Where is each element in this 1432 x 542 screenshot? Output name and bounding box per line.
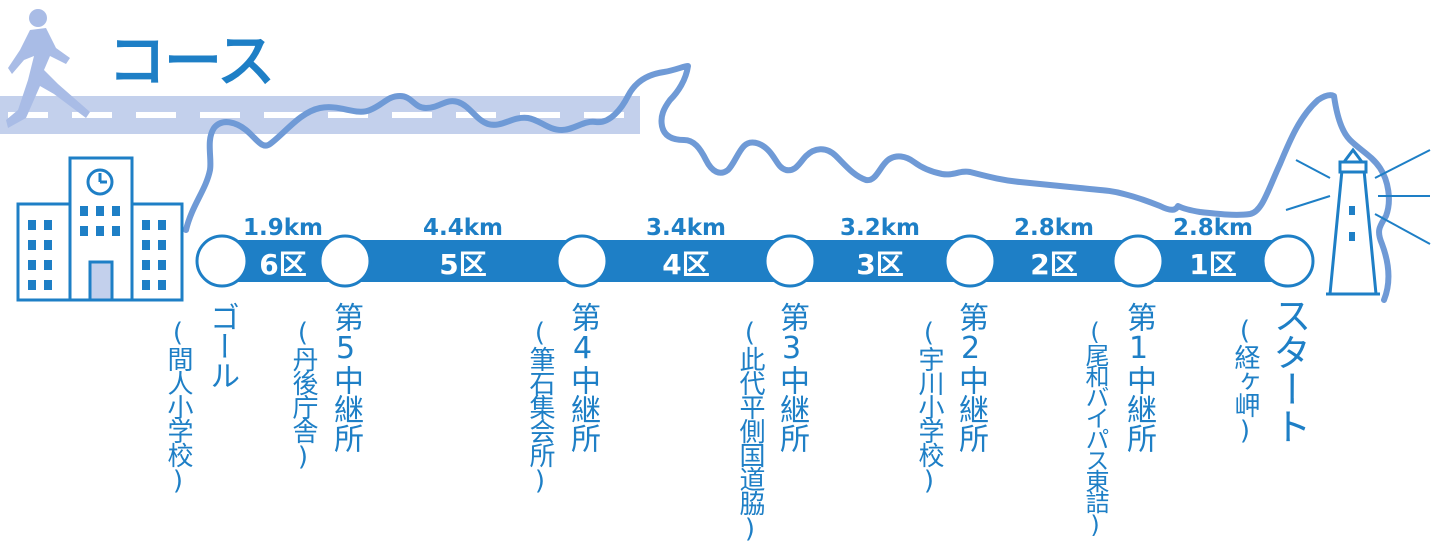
segment-2-label: 2区 [1030,248,1077,281]
road [0,96,640,134]
station-relay5 [318,234,372,288]
start-name: スタート [1267,296,1311,444]
station-start [1261,234,1315,288]
segment-5-label: 5区 [439,248,486,281]
relay3-name: 第3中継所 [774,302,809,452]
station-relay4 [555,234,609,288]
segment-6-distance: 1.9km [243,215,323,241]
school-building-icon [16,156,184,302]
relay2-name: 第2中継所 [953,302,988,452]
relay5-place: (丹後庁舎) [288,318,318,470]
relay3-place: (此代平側国道脇) [735,318,765,542]
lighthouse-icon [1285,147,1431,296]
segment-4-distance: 3.4km [646,215,726,241]
goal-name: ゴール [204,302,239,389]
coastline [183,63,1392,303]
relay5-name: 第5中継所 [328,302,363,452]
relay4-name: 第4中継所 [565,302,600,452]
relay1-place: (尾和バイパス東詰) [1081,318,1109,536]
segment-1-label: 1区 [1189,248,1236,281]
segment-2-distance: 2.8km [1014,215,1094,241]
relay2-place: (宇川小学校) [914,318,944,494]
station-relay2 [943,234,997,288]
page-title: コース [108,27,275,95]
segment-4-label: 4区 [662,248,709,281]
station-relay3 [763,234,817,288]
relay1-name: 第1中継所 [1121,302,1156,452]
runner-icon [6,9,90,128]
segment-6-label: 6区 [259,248,306,281]
segment-3-label: 3区 [856,248,903,281]
segment-5-distance: 4.4km [423,215,503,241]
station-goal [195,234,249,288]
station-relay1 [1111,234,1165,288]
relay4-place: (筆石集会所) [525,318,555,494]
segment-3-distance: 3.2km [840,215,920,241]
goal-place: (間人小学校) [163,318,193,494]
start-place: (経ヶ岬) [1230,316,1260,444]
segment-1-distance: 2.8km [1173,215,1253,241]
